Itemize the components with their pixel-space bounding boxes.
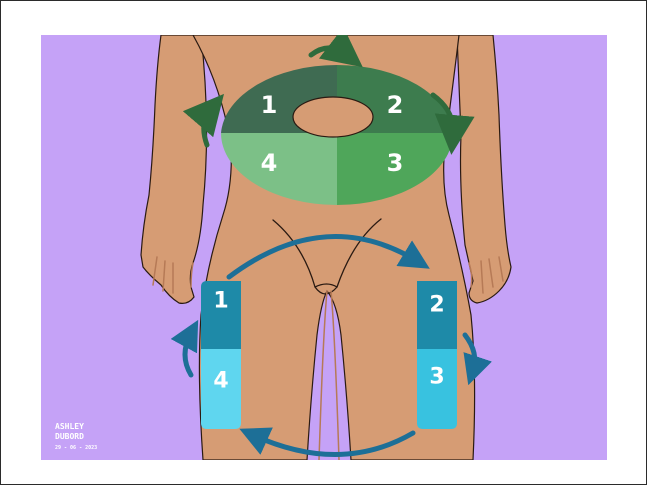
- signature-line-1: ASHLEY: [55, 422, 84, 431]
- left-thigh-zone-1-label: 1: [213, 289, 228, 314]
- left-thigh-zone-4-label: 4: [213, 369, 228, 394]
- abdomen-zone-3-label: 3: [387, 149, 404, 177]
- right-arm: [457, 35, 511, 303]
- artist-signature: ASHLEY DUBORD 29 - 06 - 2023: [55, 422, 97, 451]
- curved-arrow-icon: [185, 333, 191, 375]
- abdomen-zone-2-label: 2: [387, 91, 404, 119]
- curved-arrow-icon: [204, 109, 211, 145]
- right-thigh-zone-2-label: 2: [429, 293, 444, 318]
- injection-site-diagram: 1 2 3 4 1 4 2 3: [41, 35, 607, 460]
- right-thigh-zone-3-label: 3: [429, 365, 444, 390]
- navel-area: [293, 97, 373, 137]
- abdomen-zone-1-label: 1: [261, 91, 278, 119]
- signature-line-2: DUBORD: [55, 432, 84, 441]
- signature-date: 29 - 06 - 2023: [55, 445, 97, 451]
- abdomen-injection-zones: 1 2 3 4: [221, 65, 453, 205]
- abdomen-zone-4-label: 4: [261, 149, 278, 177]
- left-arm: [141, 35, 207, 303]
- thigh-injection-zones: 1 4 2 3: [201, 281, 457, 429]
- illustration-canvas: 1 2 3 4 1 4 2 3: [41, 35, 607, 460]
